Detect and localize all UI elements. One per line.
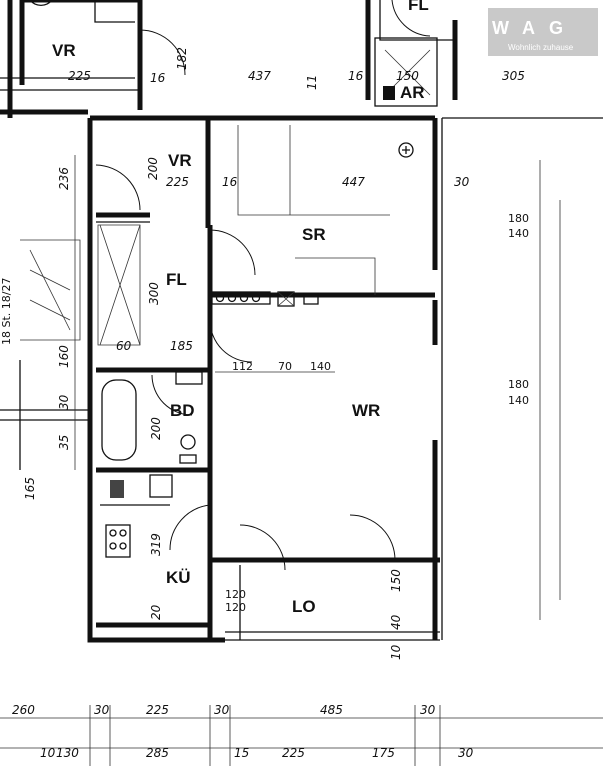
dim-lo-150: 150 [389, 569, 403, 592]
dim-vr-200: 200 [146, 157, 160, 180]
dim-fl-185: 185 [170, 339, 193, 353]
brand-logo: WAG Wohnlich zuhause [488, 8, 598, 56]
dim-left-236: 236 [57, 167, 71, 190]
dim-b2-285: 285 [146, 746, 169, 760]
dim-window-180b: 180 [508, 378, 529, 391]
dim-vr-16: 16 [222, 175, 238, 189]
dim-mid-70: 70 [278, 360, 292, 373]
dim-top-437: 437 [248, 69, 271, 83]
room-label-bd: BD [170, 401, 195, 420]
dim-mid-140: 140 [310, 360, 331, 373]
dim-lo-120b: 120 [225, 601, 246, 614]
room-label-sr: SR [302, 225, 326, 244]
logo-wordmark: WAG [492, 18, 577, 38]
dim-vr-225: 225 [166, 175, 189, 189]
plan-details [0, 125, 561, 620]
dim-b1-485: 485 [320, 703, 343, 717]
apartment-walls [87, 115, 603, 643]
dim-bd-200: 200 [149, 417, 163, 440]
dim-b1-30c: 30 [420, 703, 436, 717]
dim-left-165: 165 [23, 477, 37, 500]
dim-b2-10: 10 [40, 746, 56, 760]
room-label-ar: AR [400, 83, 425, 102]
dim-b2-30: 30 [458, 746, 474, 760]
dim-top-182: 182 [175, 47, 189, 70]
dimension-lines [0, 155, 603, 766]
dim-top-150: 150 [396, 69, 419, 83]
dimension-labels: 225 16 437 182 11 16 150 305 200 225 16 … [0, 47, 529, 760]
dim-b2-15: 15 [234, 746, 249, 760]
room-label-lo: LO [292, 597, 316, 616]
radiator [211, 291, 319, 307]
dim-top-305: 305 [502, 69, 525, 83]
room-label-ku: KÜ [166, 568, 191, 587]
room-ar-area [374, 37, 438, 107]
dim-left-160: 160 [57, 345, 71, 368]
room-label-fl: FL [166, 270, 187, 289]
dim-lo-120a: 120 [225, 588, 246, 601]
dim-fl-60: 60 [116, 339, 132, 353]
dim-sr-447: 447 [342, 175, 365, 189]
dim-b1-30a: 30 [94, 703, 110, 717]
dim-left-35: 35 [57, 435, 71, 450]
dim-lo-10: 10 [389, 644, 403, 660]
dim-b2-130: 130 [56, 746, 79, 760]
dim-sr-30: 30 [454, 175, 470, 189]
dim-window-140b: 140 [508, 394, 529, 407]
dim-top-225: 225 [68, 69, 91, 83]
dim-b2-175: 175 [372, 746, 395, 760]
door-swings [95, 164, 396, 571]
dim-top-16: 16 [150, 71, 166, 85]
dim-ku-319: 319 [149, 533, 163, 556]
dim-b2-225: 225 [282, 746, 305, 760]
dim-left-30: 30 [57, 394, 71, 410]
dim-ku-20: 20 [149, 604, 163, 620]
room-label-wr: WR [352, 401, 380, 420]
dim-window-140a: 140 [508, 227, 529, 240]
dim-b1-225: 225 [146, 703, 169, 717]
room-label-vr-top: VR [52, 41, 76, 60]
room-labels: VR FL AR VR SR FL WR BD KÜ LO [52, 0, 429, 616]
dim-b1-260: 260 [12, 703, 35, 717]
logo-tagline: Wohnlich zuhause [508, 43, 574, 52]
dim-stair: 18 St. 18/27 [0, 278, 13, 345]
dim-b1-30b: 30 [214, 703, 230, 717]
dim-fl-300: 300 [147, 282, 161, 305]
dim-top-16b: 16 [348, 69, 364, 83]
room-label-vr: VR [168, 151, 192, 170]
dim-lo-40: 40 [389, 614, 403, 630]
dim-window-180a: 180 [508, 212, 529, 225]
room-label-fl-top: FL [408, 0, 429, 14]
dim-mid-112: 112 [232, 360, 253, 373]
dim-top-11: 11 [305, 75, 319, 90]
logo-background [488, 8, 598, 56]
neighbor-units-top [0, 0, 458, 118]
